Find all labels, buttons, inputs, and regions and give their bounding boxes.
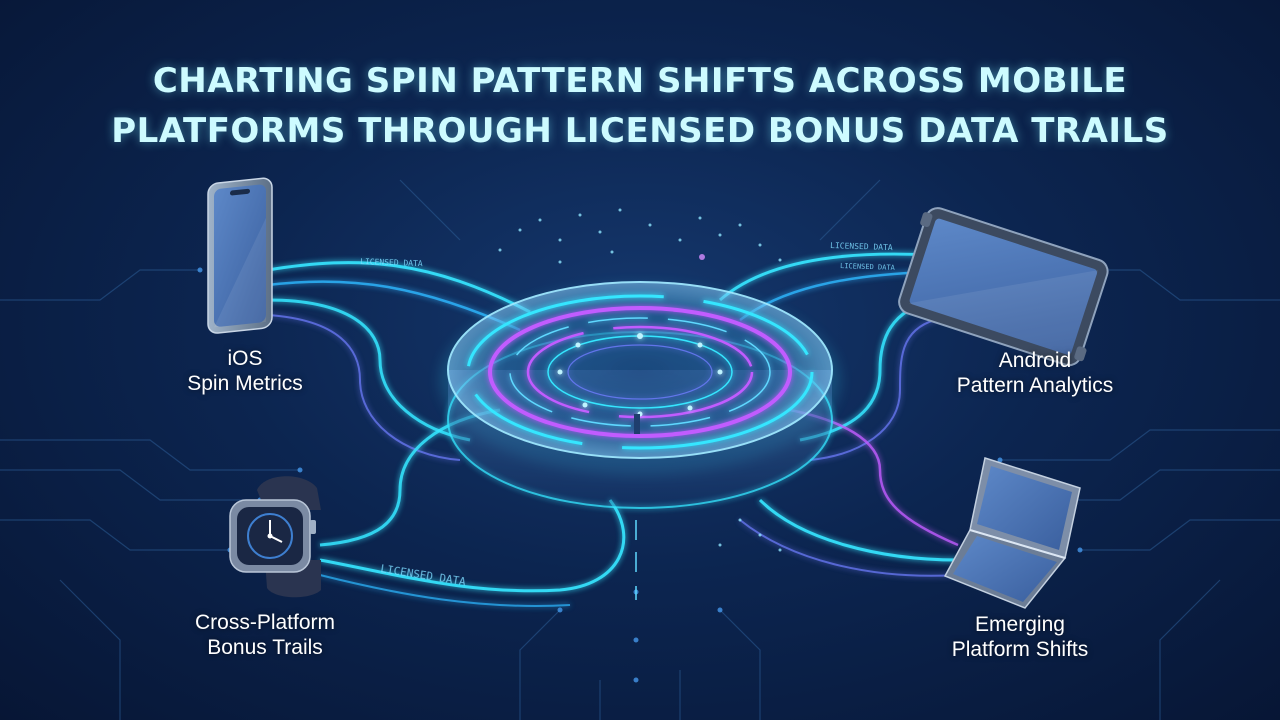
page-title: CHARTING SPIN PATTERN SHIFTS ACROSS MOBI… [0, 56, 1280, 156]
title-line-2: PLATFORMS THROUGH LICENSED BONUS DATA TR… [111, 111, 1169, 151]
circuit-background [0, 179, 1280, 720]
trail-label-top-left: LICENSED DATA [360, 257, 423, 268]
ios-label-line-2: Spin Metrics [187, 372, 303, 395]
ios-node-label: iOS Spin Metrics [150, 346, 340, 396]
trail-label-right-lower: LICENSED DATA [840, 262, 896, 272]
emerging-node-label: Emerging Platform Shifts [920, 612, 1120, 662]
particle-field [498, 208, 782, 552]
central-hub [440, 281, 840, 509]
cross-label-line-2: Bonus Trails [207, 636, 323, 659]
smartphone-icon [207, 177, 273, 334]
tablet-icon [898, 207, 1109, 367]
trail-label-top-right: LICENSED DATA [830, 241, 893, 252]
emerging-label-line-1: Emerging [975, 613, 1065, 636]
cross-platform-node-label: Cross-Platform Bonus Trails [160, 610, 370, 660]
ios-label-line-1: iOS [227, 347, 263, 370]
android-label-line-2: Pattern Analytics [956, 374, 1114, 397]
cross-label-line-1: Cross-Platform [194, 611, 336, 634]
smartwatch-icon [229, 476, 321, 598]
title-line-1: CHARTING SPIN PATTERN SHIFTS ACROSS MOBI… [152, 61, 1128, 101]
foldable-phone-icon [943, 457, 1081, 609]
android-node-label: Android Pattern Analytics [920, 348, 1150, 398]
emerging-label-line-2: Platform Shifts [951, 638, 1089, 661]
android-label-line-1: Android [998, 349, 1072, 372]
trail-label-bottom: LICENSED DATA [380, 562, 467, 588]
